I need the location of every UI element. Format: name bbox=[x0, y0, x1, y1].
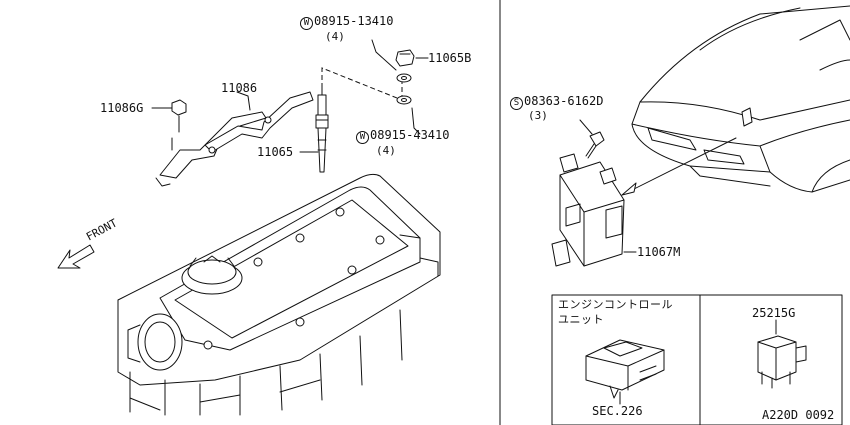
diagram-code: A220D 0092 bbox=[762, 408, 835, 422]
inset-frame bbox=[551, 294, 843, 425]
terminal-nut-part-label: 11065B bbox=[428, 51, 472, 65]
washer-lower-drawing bbox=[396, 95, 412, 105]
w-symbol-icon: W bbox=[300, 17, 313, 30]
w-symbol-icon: W bbox=[356, 131, 369, 144]
bolt-part-number: 08915-13410 bbox=[314, 14, 394, 28]
ecu-part-label: 11067M bbox=[637, 245, 681, 259]
bracket-nut-part-label: 11086G bbox=[100, 101, 144, 115]
bracket-part-label: 11086 bbox=[221, 81, 258, 95]
washer-part-number: 08915-43410 bbox=[370, 128, 450, 142]
vehicle-front-drawing bbox=[631, 5, 850, 193]
relay-drawing bbox=[757, 319, 807, 389]
washer-quantity: (4) bbox=[376, 144, 396, 157]
bracket-drawing bbox=[155, 91, 314, 187]
screw-part-number: 08363-6162D bbox=[524, 94, 604, 108]
ecu-screw-drawing bbox=[579, 119, 605, 159]
front-arrow-drawing bbox=[57, 244, 95, 269]
cylinder-head-cover-drawing bbox=[117, 173, 441, 416]
ecu-caption-line1: エンジンコントロール bbox=[558, 298, 673, 311]
section-reference: SEC.226 bbox=[592, 404, 643, 418]
ecu-drawing bbox=[551, 153, 637, 267]
glow-plug-drawing bbox=[315, 85, 329, 173]
s-symbol-icon: S bbox=[510, 97, 523, 110]
inset-ecu-drawing bbox=[585, 339, 665, 405]
bolt-quantity: (4) bbox=[325, 30, 345, 43]
washer-upper-drawing bbox=[396, 73, 412, 83]
glow-plug-part-label: 11065 bbox=[257, 145, 294, 159]
terminal-nut-drawing bbox=[395, 49, 415, 67]
screw-quantity: (3) bbox=[528, 109, 548, 122]
relay-part-label: 25215G bbox=[752, 306, 796, 320]
bracket-nut-drawing bbox=[171, 99, 187, 133]
ecu-caption-line2: ユニット bbox=[558, 313, 604, 326]
